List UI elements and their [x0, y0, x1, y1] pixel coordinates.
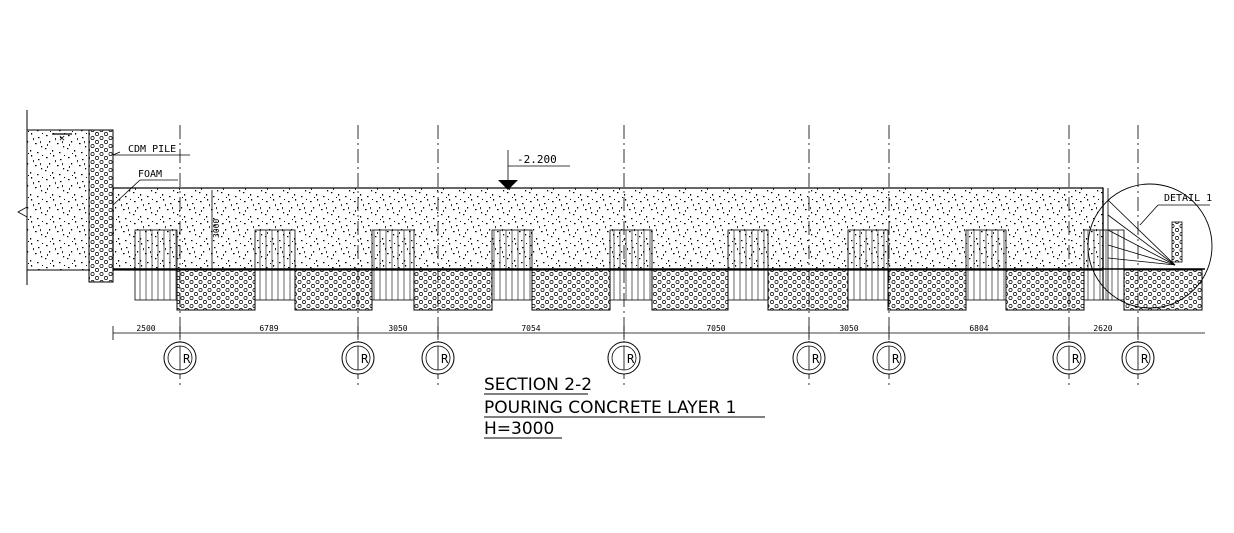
foam-label-group: FOAM: [112, 169, 178, 206]
grid-marker-label: R: [1141, 352, 1149, 366]
grid-marker: R: [341, 341, 375, 375]
section-subtitle: POURING CONCRETE LAYER 1: [484, 398, 736, 418]
grid-marker-label: R: [892, 352, 900, 366]
grid-marker: R: [872, 341, 906, 375]
level-label: -2.200: [517, 153, 557, 166]
section-height: H=3000: [484, 419, 554, 439]
dimension-label: 6789: [259, 324, 278, 333]
dimension-line: [112, 326, 1205, 340]
dimension-label: 7050: [706, 324, 725, 333]
grid-marker: R: [1052, 341, 1086, 375]
grid-marker-label: R: [361, 352, 369, 366]
grid-marker-label: R: [1072, 352, 1080, 366]
cdm-blocks: [176, 269, 1203, 311]
dimension-labels: 2500 6789 3050 7054 7050 3050 6804 2620: [136, 324, 1112, 333]
foam-label: FOAM: [138, 169, 162, 180]
grid-marker: R: [792, 341, 826, 375]
grid-marker: R: [163, 341, 197, 375]
thickness-label: 3000: [212, 219, 221, 238]
cdm-pile-column: [88, 129, 114, 283]
grid-markers: R R R R R R: [163, 341, 1155, 375]
cdm-pile-label: CDM PILE: [128, 144, 176, 155]
dimension-label: 3050: [839, 324, 858, 333]
svg-text:✕: ✕: [59, 133, 65, 144]
detail-label: DETAIL 1: [1164, 193, 1212, 204]
grid-marker-label: R: [441, 352, 449, 366]
cdm-pile-label-group: CDM PILE: [112, 144, 190, 156]
grid-marker-label: R: [627, 352, 635, 366]
grid-marker-label: R: [183, 352, 191, 366]
grid-marker: R: [421, 341, 455, 375]
title-block: SECTION 2-2 POURING CONCRETE LAYER 1 H=3…: [484, 375, 765, 439]
grid-marker: R: [607, 341, 641, 375]
detail-1-callout: DETAIL 1: [1087, 183, 1213, 309]
thickness-dimension: 3000: [211, 190, 221, 270]
dimension-label: 2620: [1093, 324, 1112, 333]
dimension-label: 3050: [388, 324, 407, 333]
concrete-layer-1: [112, 187, 1205, 271]
dimension-label: 7054: [521, 324, 540, 333]
grid-marker-label: R: [812, 352, 820, 366]
level-marker: -2.200: [498, 150, 570, 190]
existing-soil: ✕: [17, 110, 90, 285]
grid-marker: R: [1121, 341, 1155, 375]
pile-groups: [134, 229, 1125, 301]
section-title: SECTION 2-2: [484, 375, 592, 395]
dimension-label: 6804: [969, 324, 988, 333]
dimension-label: 2500: [136, 324, 155, 333]
